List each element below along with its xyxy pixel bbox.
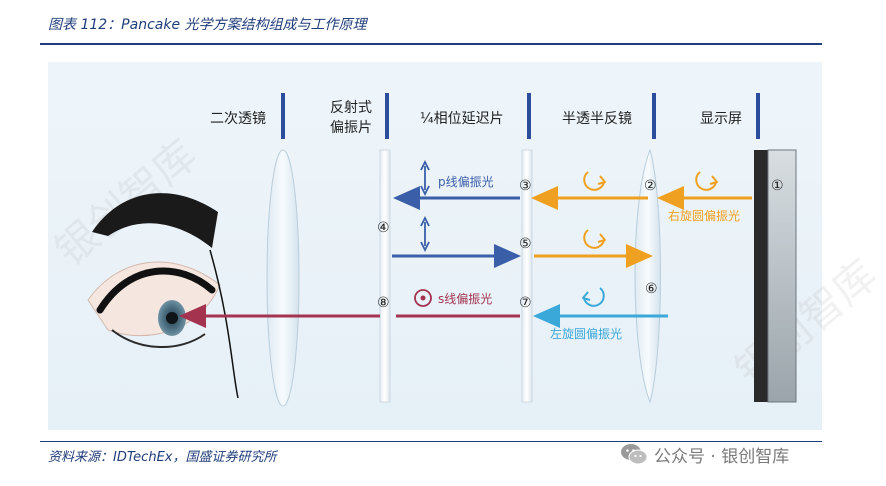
- half-mirror: [634, 148, 661, 404]
- pupil: [166, 312, 178, 324]
- step-markers: ① ② ③ ④ ⑤ ⑥ ⑦ ⑧: [377, 178, 784, 311]
- lower-lashes: [111, 329, 206, 349]
- component-bars: [281, 93, 760, 139]
- bottom-rule: [40, 441, 822, 442]
- marker-7: ⑦: [519, 295, 532, 311]
- label-half-mirror: 半透半反镜: [562, 111, 632, 127]
- quarter-wave-plate: [521, 149, 533, 403]
- wechat-icon: [621, 444, 648, 465]
- label-quarter-wave-plate: ¼相位延迟片: [420, 111, 504, 127]
- bar-reflective-polarizer: [385, 93, 389, 139]
- right-circular-icon-middle: [583, 229, 606, 249]
- left-circular-icon: [582, 287, 605, 307]
- bar-display: [756, 93, 760, 139]
- eyebrow: [92, 193, 218, 248]
- label-s-linear: s线偏振光: [438, 291, 492, 306]
- marker-6: ⑥: [645, 281, 658, 297]
- right-circular-icon-display: [695, 171, 718, 191]
- wechat-label: 公众号 · 银创智库: [654, 446, 790, 467]
- label-left-circular: 左旋圆偏振光: [550, 326, 622, 341]
- bar-half-mirror: [652, 93, 656, 139]
- marker-2: ②: [644, 178, 657, 194]
- label-p-linear: p线偏振光: [438, 174, 494, 189]
- source-note: 资料来源：IDTechEx，国盛证券研究所: [48, 450, 277, 465]
- diagram-panel: [48, 62, 822, 430]
- s-polarization-dot-icon: [414, 289, 432, 307]
- marker-8: ⑧: [377, 295, 390, 311]
- upper-lid: [96, 267, 216, 314]
- reflective-polarizer: [379, 149, 391, 403]
- label-display: 显示屏: [700, 111, 742, 127]
- label-right-circular: 右旋圆偏振光: [668, 208, 740, 223]
- figure-title: 图表 112：Pancake 光学方案结构组成与工作原理: [48, 17, 367, 33]
- display-screen: [754, 149, 797, 403]
- right-circular-icon-mirror: [583, 171, 606, 191]
- label-reflective-polarizer-2: 偏振片: [330, 120, 372, 136]
- eye-illustration: [87, 193, 239, 399]
- marker-5: ⑤: [519, 236, 532, 252]
- bar-second-lens: [281, 93, 285, 139]
- marker-4: ④: [377, 220, 390, 236]
- bar-quarter-wave-plate: [527, 93, 531, 139]
- label-second-lens: 二次透镜: [210, 111, 266, 127]
- top-rule: [40, 43, 822, 45]
- p-polarization-arrow-lower: [420, 215, 430, 253]
- second-lens: [266, 149, 300, 407]
- face-line: [209, 249, 239, 399]
- wechat-account: 公众号 · 银创智库: [620, 440, 789, 468]
- label-reflective-polarizer-1: 反射式: [330, 100, 372, 116]
- p-polarization-arrow-upper: [420, 159, 430, 197]
- component-labels: 二次透镜 反射式 偏振片 ¼相位延迟片 半透半反镜 显示屏: [210, 100, 742, 136]
- marker-1: ①: [771, 178, 784, 194]
- marker-3: ③: [519, 178, 532, 194]
